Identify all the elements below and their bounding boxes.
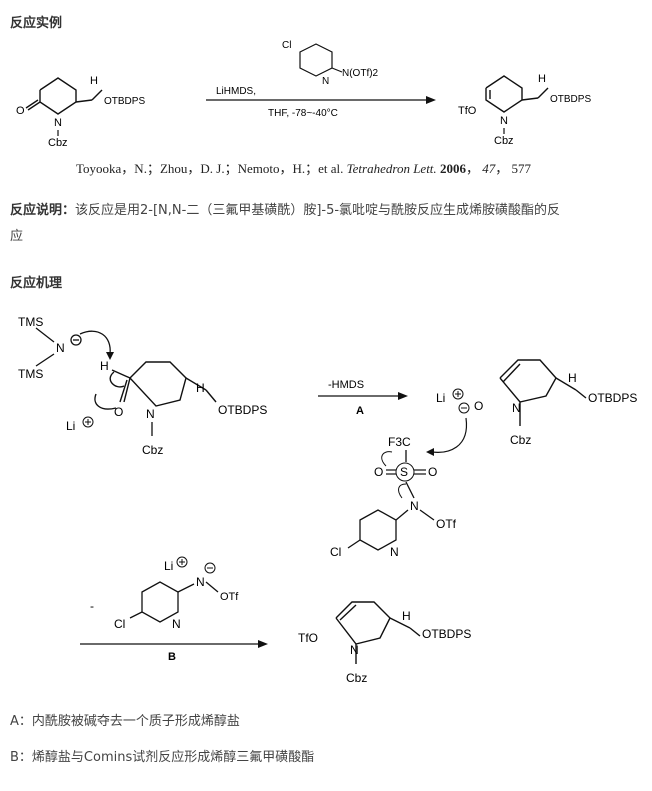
ring-nitrogen: N <box>146 407 155 421</box>
product-cbz: Cbz <box>494 135 514 147</box>
anionic-nitrogen: N <box>196 575 205 589</box>
enolate-nitrogen: N <box>512 401 521 415</box>
reagent-ntf2: N(OTf)2 <box>342 68 379 79</box>
reagent-base: LiHMDS, <box>216 86 256 97</box>
pyridine2-nitrogen: N <box>172 617 181 631</box>
final-nitrogen: N <box>350 643 359 657</box>
pyridine2-chlorine: Cl <box>114 617 125 631</box>
explanation-text: 该反应是用2-[N,N-二（三氟甲基磺酰）胺]-5-氯吡啶与酰胺反应生成烯胺磺酸… <box>75 203 561 218</box>
reagent-pyridine-n: N <box>322 76 329 87</box>
pyridine-nitrogen: N <box>390 545 399 559</box>
tms-top: TMS <box>18 315 43 329</box>
sulfonamide-nitrogen: N <box>410 499 419 513</box>
sm-otbdps: OTBDPS <box>104 96 145 107</box>
stereo-hydrogen: H <box>196 381 205 395</box>
step-a-description: A：内酰胺被碱夺去一个质子形成烯醇盐 <box>10 714 240 729</box>
arrow-a-label: -HMDS <box>328 379 364 391</box>
enolate-stereo-h: H <box>568 371 577 385</box>
step-b-description: B：烯醇盐与Comins试剂反应形成烯醇三氟甲磺酸酯 <box>10 750 315 765</box>
reaction-conditions: THF, -78~-40°C <box>268 108 338 119</box>
cf3-group: F3C <box>388 435 411 449</box>
section-title-example: 反应实例 <box>10 16 63 31</box>
cbz-label: Cbz <box>142 443 163 457</box>
citation-volume: 47 <box>482 161 496 176</box>
product-otbdps: OTBDPS <box>550 94 591 105</box>
reaction-scheme: O N H OTBDPS Cbz Cl N N(OTf)2 LiHMDS, TH… <box>16 40 591 149</box>
sm-oxygen: O <box>16 105 25 117</box>
amide-nitrogen: N <box>56 341 65 355</box>
citation: Toyooka，N.；Zhou，D. J.；Nemoto，H.；et al. T… <box>76 161 531 176</box>
citation-journal: Tetrahedron Lett. <box>346 161 437 176</box>
explanation-label: 反应说明： <box>10 203 76 218</box>
minus-sign: - <box>90 599 94 613</box>
sm-cbz: Cbz <box>48 137 68 149</box>
sulfonyl-oxygen-left: O <box>374 465 383 479</box>
carbonyl-oxygen: O <box>114 405 123 419</box>
citation-year: 2006 <box>439 161 466 176</box>
lithium-second: Li <box>164 559 173 573</box>
lithium: Li <box>66 419 75 433</box>
final-cbz: Cbz <box>346 671 367 685</box>
enolate-lithium: Li <box>436 391 445 405</box>
tms-bottom: TMS <box>18 367 43 381</box>
product-nitrogen: N <box>500 115 508 127</box>
enolate-cbz: Cbz <box>510 433 531 447</box>
final-otbdps: OTBDPS <box>422 627 471 641</box>
sm-nitrogen: N <box>54 117 62 129</box>
sm-stereo-h: H <box>90 75 98 87</box>
sulfur: S <box>400 465 408 479</box>
otf-on-nitrogen: OTf <box>436 517 457 531</box>
product-tfo: TfO <box>458 105 477 117</box>
final-tfo: TfO <box>298 631 318 645</box>
citation-authors: Toyooka，N.；Zhou，D. J.；Nemoto，H.；et al. <box>76 161 344 176</box>
reagent-chlorine: Cl <box>282 40 291 51</box>
step-a-marker: A <box>356 405 364 417</box>
alpha-hydrogen: H <box>100 359 109 373</box>
pyridine-chlorine: Cl <box>330 545 341 559</box>
otbdps-label: OTBDPS <box>218 403 267 417</box>
section-title-mechanism: 反应机理 <box>10 276 63 291</box>
mechanism-scheme: TMS TMS N H Li O N H OTBDPS Cbz -HMDS A … <box>18 315 637 685</box>
step-b-marker: B <box>168 651 176 663</box>
product-stereo-h: H <box>538 73 546 85</box>
enolate-oxygen: O <box>474 399 483 413</box>
enolate-otbdps: OTBDPS <box>588 391 637 405</box>
citation-pages: 577 <box>511 161 531 176</box>
sulfonyl-oxygen-right: O <box>428 465 437 479</box>
final-stereo-h: H <box>402 609 411 623</box>
explanation: 反应说明：该反应是用2-[N,N-二（三氟甲基磺酰）胺]-5-氯吡啶与酰胺反应生… <box>10 198 646 250</box>
explanation-text-cont: 应 <box>10 229 24 244</box>
otf-second: OTf <box>220 591 239 603</box>
